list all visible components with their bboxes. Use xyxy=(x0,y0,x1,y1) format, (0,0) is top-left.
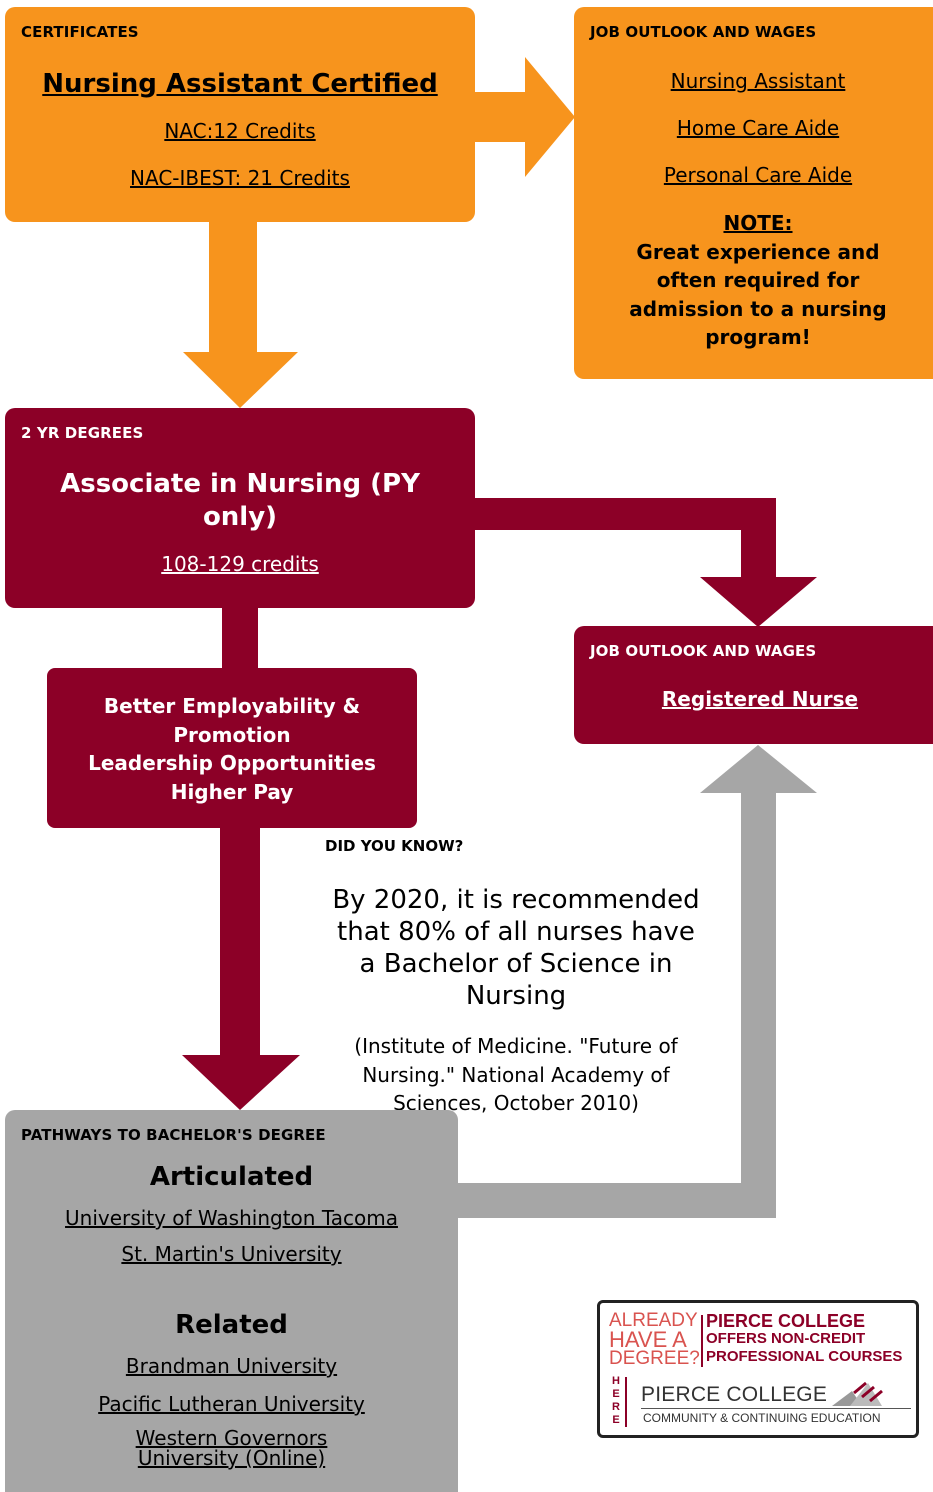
connector-degrees-benefits xyxy=(222,605,258,671)
ad-logo-mark-icon xyxy=(832,1379,902,1407)
degree-title-line-2: only) xyxy=(202,502,278,532)
certificates-header: CERTIFICATES xyxy=(21,23,139,41)
ad-right-text: PIERCE COLLEGE OFFERS NON-CREDIT PROFESS… xyxy=(706,1312,902,1366)
note-label: NOTE: xyxy=(723,211,793,235)
uw-tacoma-link[interactable]: University of Washington Tacoma xyxy=(65,1206,398,1230)
did-you-know-fact: By 2020, it is recommended that 80% of a… xyxy=(300,884,732,1012)
pathways-header: PATHWAYS TO BACHELOR'S DEGREE xyxy=(21,1126,326,1144)
ad-right-line-3: PROFESSIONAL COURSES xyxy=(706,1348,903,1365)
benefit-line-3: Leadership Opportunities xyxy=(88,751,376,775)
home-care-aide-link[interactable]: Home Care Aide xyxy=(676,116,840,140)
related-title: Related xyxy=(175,1310,288,1340)
note-line-3: admission to a nursing xyxy=(629,296,887,321)
note-line-4: program! xyxy=(705,325,811,349)
job-outlook-box-2: JOB OUTLOOK AND WAGES Registered Nurse xyxy=(574,626,933,744)
western-governors-link-line-1[interactable]: Western Governors xyxy=(135,1426,328,1450)
ad-left-line-2: HAVE A xyxy=(609,1327,687,1352)
degrees-header: 2 YR DEGREES xyxy=(21,424,144,442)
arrow-benefits-to-pathways xyxy=(182,825,300,1110)
source-line-2: Nursing." National Academy of xyxy=(362,1062,670,1087)
ad-logo-name: PIERCE COLLEGE xyxy=(641,1383,828,1406)
nac-ibest-credits-link[interactable]: NAC-IBEST: 21 Credits xyxy=(130,166,350,190)
arrow-degrees-to-rn xyxy=(470,498,817,627)
st-martins-link[interactable]: St. Martin's University xyxy=(121,1242,342,1266)
ad-right-line-2: OFFERS NON-CREDIT xyxy=(706,1330,866,1347)
ad-logo-underline xyxy=(641,1408,911,1409)
western-governors-link-line-2[interactable]: University (Online) xyxy=(137,1446,326,1470)
ad-left-line-1: ALREADY xyxy=(609,1310,698,1331)
arrow-pathways-to-rn xyxy=(455,745,817,1218)
articulated-title: Articulated xyxy=(149,1162,314,1192)
ad-vertical-here: HERE xyxy=(612,1375,620,1426)
fact-line-4: Nursing xyxy=(465,981,567,1011)
fact-line-1: By 2020, it is recommended xyxy=(332,885,700,915)
benefits-box: Better Employability & Promotion Leaders… xyxy=(47,668,417,828)
job-outlook-box-1: JOB OUTLOOK AND WAGES Nursing Assistant … xyxy=(574,7,933,379)
registered-nurse-link[interactable]: Registered Nurse xyxy=(661,687,859,711)
ad-right-line-1: PIERCE COLLEGE xyxy=(706,1311,866,1331)
ad-divider xyxy=(701,1315,703,1367)
nursing-assistant-link[interactable]: Nursing Assistant xyxy=(670,69,846,93)
ad-vertical-divider xyxy=(625,1377,627,1427)
degrees-box: 2 YR DEGREES Associate in Nursing (PY on… xyxy=(5,408,475,608)
fact-line-3: a Bachelor of Science in xyxy=(359,949,673,979)
degree-credits-link[interactable]: 108-129 credits xyxy=(161,552,319,576)
pacific-lutheran-link[interactable]: Pacific Lutheran University xyxy=(98,1392,365,1416)
ad-left-line-3: DEGREE? xyxy=(609,1348,700,1369)
benefit-line-2: Promotion xyxy=(173,722,291,747)
source-line-1: (Institute of Medicine. "Future of xyxy=(354,1034,678,1058)
ad-left-text: ALREADY HAVE A DEGREE? xyxy=(609,1311,701,1368)
job-outlook-1-header: JOB OUTLOOK AND WAGES xyxy=(590,23,817,41)
benefit-line-4: Higher Pay xyxy=(170,779,294,804)
certificates-box: CERTIFICATES Nursing Assistant Certified… xyxy=(5,7,475,222)
did-you-know-source: (Institute of Medicine. "Future of Nursi… xyxy=(300,1032,732,1118)
fact-line-2: that 80% of all nurses have xyxy=(337,917,695,947)
did-you-know-header: DID YOU KNOW? xyxy=(325,837,464,855)
note-line-1: Great experience and xyxy=(636,239,880,264)
arrow-certificates-to-degrees xyxy=(183,218,298,408)
brandman-link[interactable]: Brandman University xyxy=(125,1354,338,1378)
note-line-2: often required for xyxy=(656,268,860,292)
benefit-line-1: Better Employability & xyxy=(103,694,361,718)
pathways-box: PATHWAYS TO BACHELOR'S DEGREE Articulate… xyxy=(5,1110,458,1492)
personal-care-aide-link[interactable]: Personal Care Aide xyxy=(663,163,853,187)
ad-logo-sub: COMMUNITY & CONTINUING EDUCATION xyxy=(643,1411,881,1425)
arrow-certificates-to-jobs xyxy=(470,57,575,177)
degree-title-line-1: Associate in Nursing (PY xyxy=(60,469,420,499)
nac-credits-link[interactable]: NAC:12 Credits xyxy=(164,119,316,143)
job-outlook-2-header: JOB OUTLOOK AND WAGES xyxy=(590,642,817,660)
nursing-assistant-certified-link[interactable]: Nursing Assistant Certified xyxy=(42,69,438,99)
pierce-college-ad[interactable]: ALREADY HAVE A DEGREE? PIERCE COLLEGE OF… xyxy=(597,1300,919,1438)
